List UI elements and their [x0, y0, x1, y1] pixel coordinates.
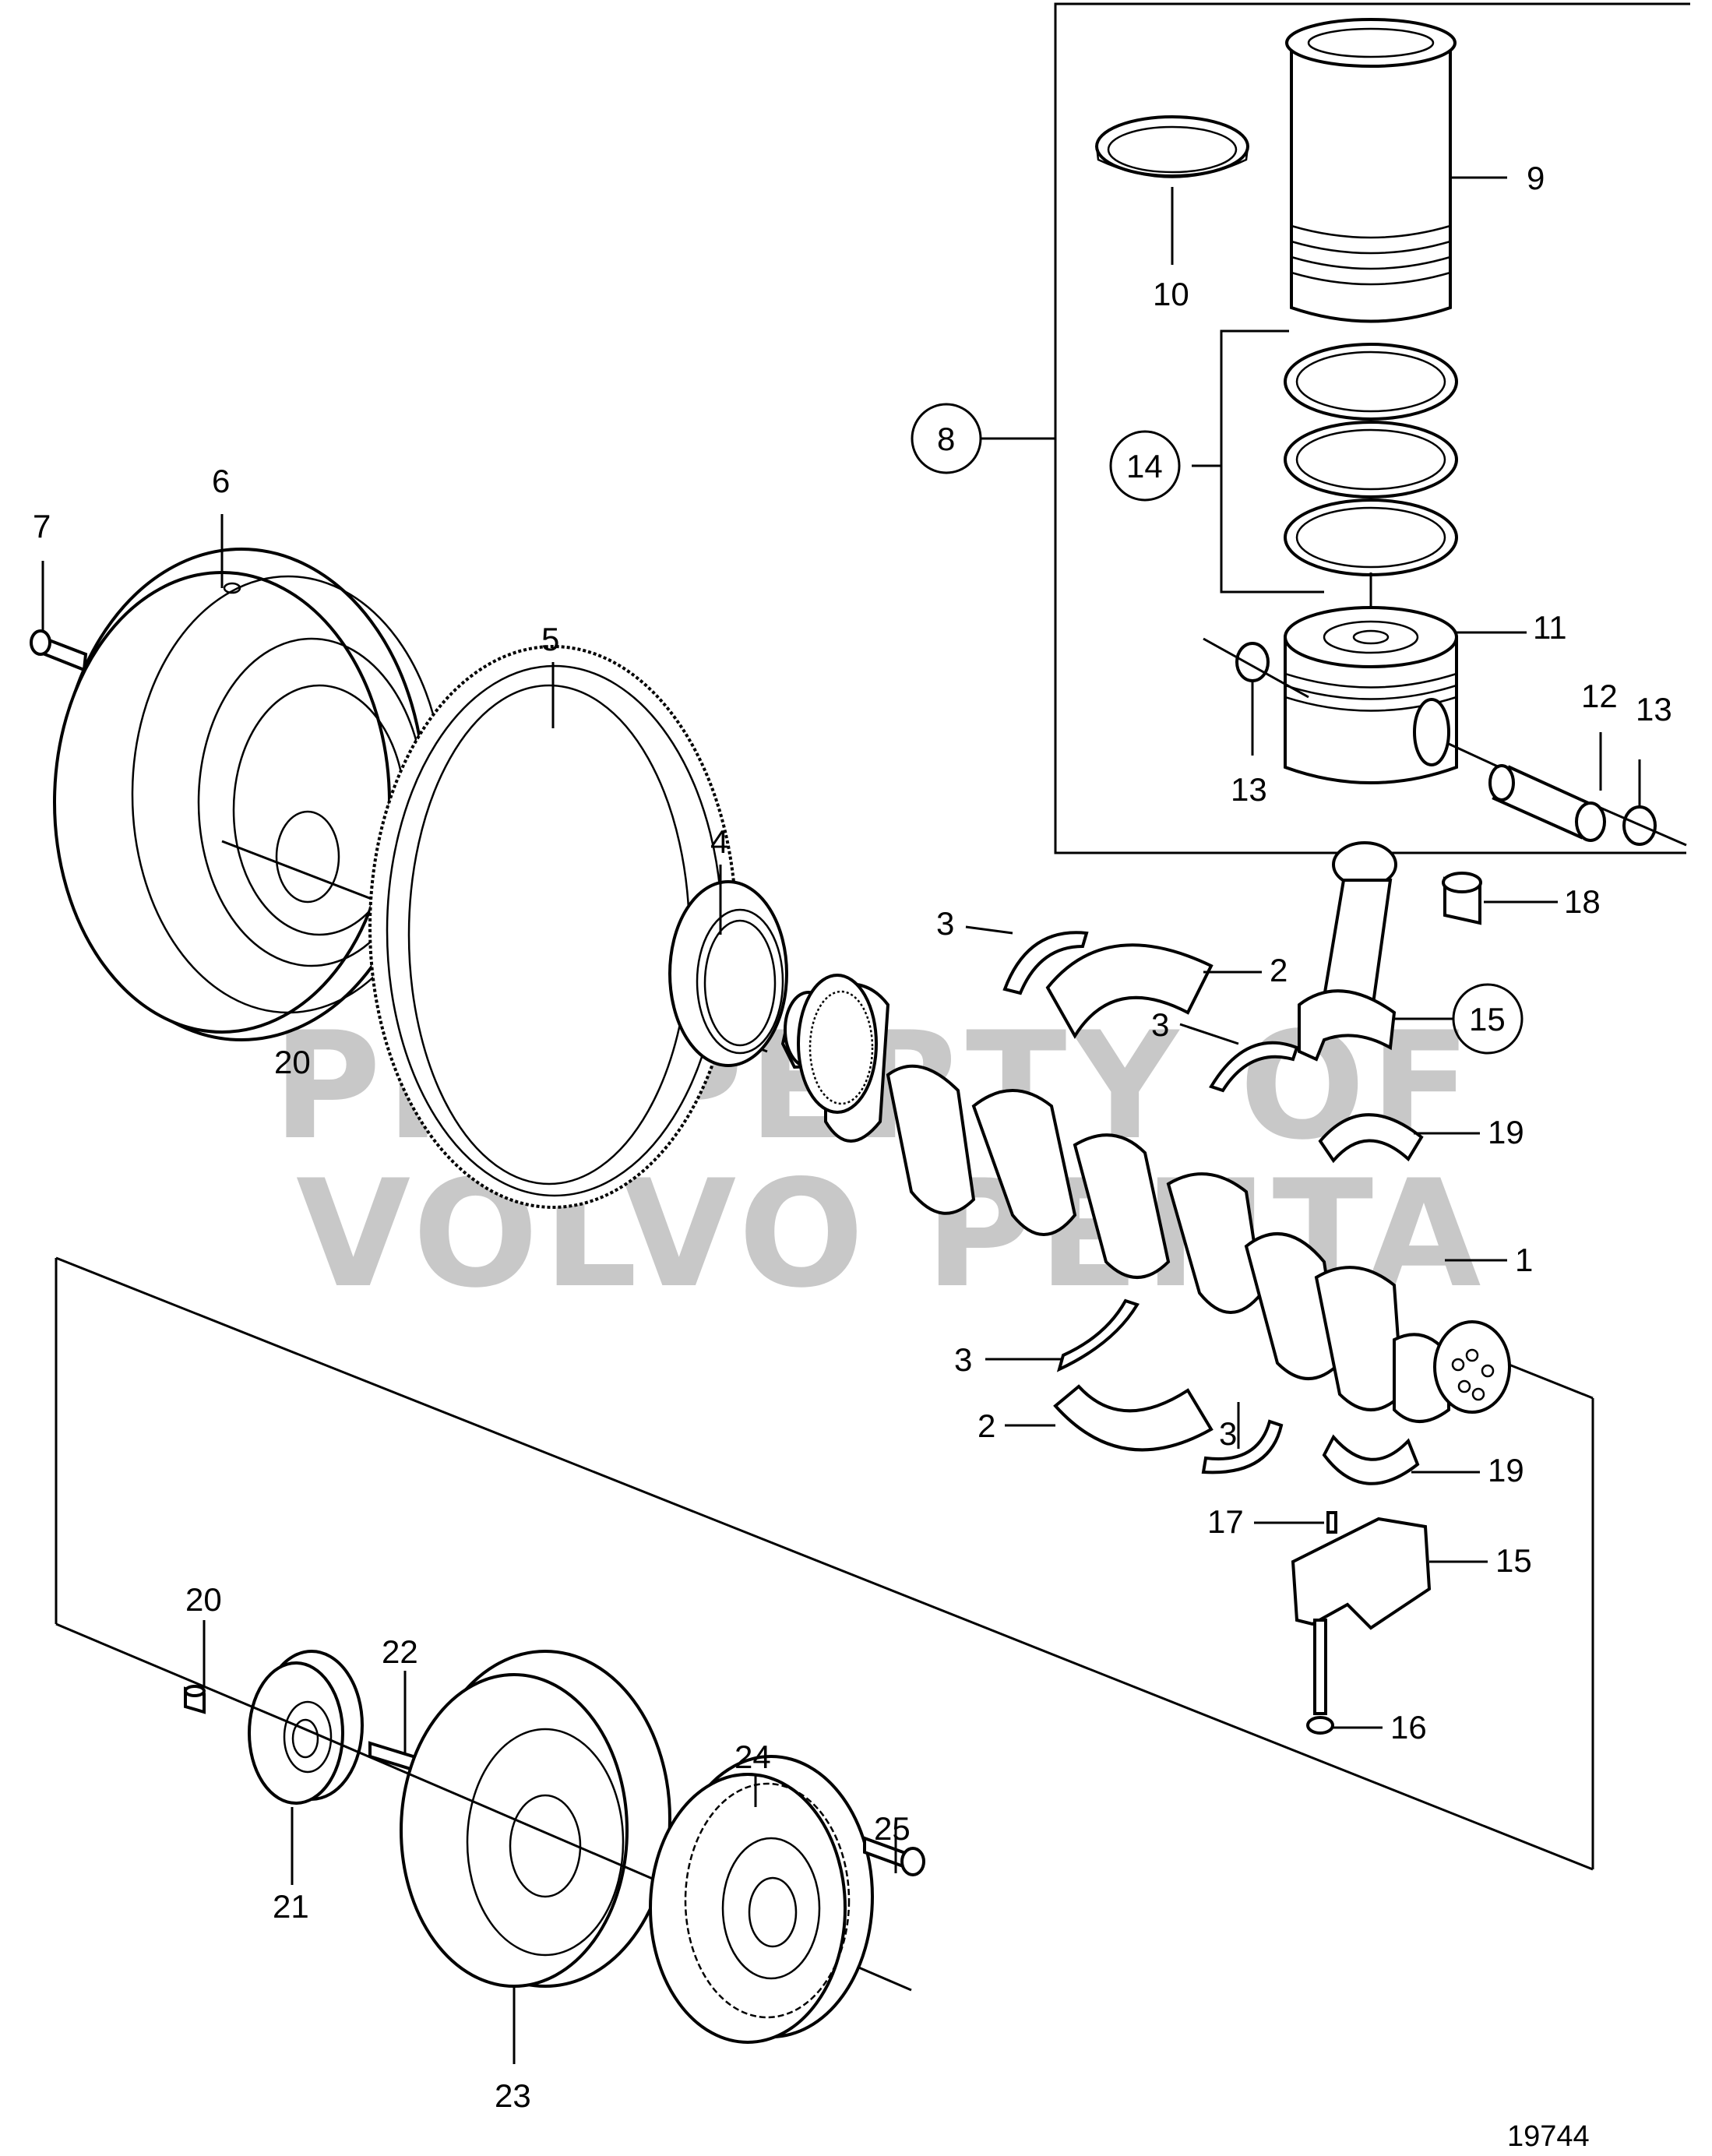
label-8-callout: 8 — [911, 403, 982, 474]
label-2-lower: 2 — [978, 1407, 995, 1444]
label-7: 7 — [33, 508, 51, 544]
cap-bolt — [1306, 1619, 1334, 1735]
label-3-b: 3 — [1151, 1006, 1169, 1043]
crankshaft-timing-gear — [797, 974, 878, 1114]
circlip-left — [1235, 642, 1270, 682]
label-15-cap: 15 — [1495, 1542, 1532, 1579]
flywheel-bolt — [30, 629, 88, 672]
ring-gear — [368, 645, 738, 1209]
cylinder-liner — [1285, 18, 1457, 323]
piston-rings — [1284, 343, 1458, 576]
label-25: 25 — [874, 1810, 911, 1847]
piston — [1284, 606, 1458, 784]
thrust-washer-2 — [1209, 1041, 1299, 1093]
thrust-washer-4 — [1201, 1419, 1284, 1474]
seal-ring — [1095, 115, 1249, 178]
label-20-hub: 20 — [185, 1581, 222, 1618]
dowel-pin — [1326, 1511, 1337, 1534]
main-bearing-upper — [1045, 943, 1214, 1039]
bushing — [1442, 872, 1482, 925]
label-17: 17 — [1207, 1503, 1244, 1540]
label-15-circled: 15 — [1469, 1001, 1506, 1037]
label-6: 6 — [212, 463, 230, 499]
label-3-a: 3 — [936, 905, 954, 942]
label-14-callout: 14 — [1109, 430, 1181, 502]
thrust-washer-3 — [1056, 1298, 1140, 1372]
label-19-lower: 19 — [1488, 1452, 1524, 1488]
label-22: 22 — [382, 1633, 418, 1670]
hub-dowel — [184, 1685, 206, 1714]
label-1: 1 — [1515, 1242, 1533, 1278]
connecting-rod — [1298, 841, 1397, 1062]
conrod-bearing-upper — [1318, 1113, 1424, 1164]
piston-pin — [1488, 764, 1606, 842]
drawing-number: 19744 — [1507, 2120, 1590, 2153]
label-19-upper: 19 — [1488, 1114, 1524, 1150]
label-20-flywheel: 20 — [274, 1044, 311, 1080]
label-8: 8 — [937, 421, 955, 457]
label-3-d: 3 — [1219, 1415, 1237, 1452]
thrust-washer-1 — [1002, 931, 1089, 995]
label-15-callout: 15 — [1452, 983, 1524, 1055]
label-14: 14 — [1126, 448, 1163, 484]
label-18: 18 — [1564, 883, 1601, 920]
label-12: 12 — [1581, 678, 1618, 714]
label-5: 5 — [541, 621, 559, 657]
crankshaft-pulley — [649, 1755, 874, 2044]
label-13-right: 13 — [1636, 691, 1672, 727]
label-16: 16 — [1390, 1709, 1427, 1746]
main-bearing-cap — [1291, 1517, 1432, 1630]
conrod-bearing-lower — [1322, 1434, 1420, 1485]
vibration-damper — [400, 1650, 671, 1988]
label-24: 24 — [734, 1739, 771, 1775]
label-21: 21 — [273, 1888, 309, 1925]
label-9: 9 — [1527, 160, 1545, 196]
label-2-upper: 2 — [1270, 952, 1288, 988]
rear-crankshaft-seal — [668, 880, 788, 1067]
label-4: 4 — [710, 823, 728, 860]
label-23: 23 — [495, 2077, 531, 2114]
front-hub — [248, 1650, 364, 1805]
label-13-left: 13 — [1231, 771, 1267, 808]
label-11: 11 — [1533, 609, 1567, 646]
main-bearing-lower — [1053, 1384, 1214, 1452]
label-3-c: 3 — [954, 1341, 972, 1378]
label-10: 10 — [1153, 276, 1189, 312]
